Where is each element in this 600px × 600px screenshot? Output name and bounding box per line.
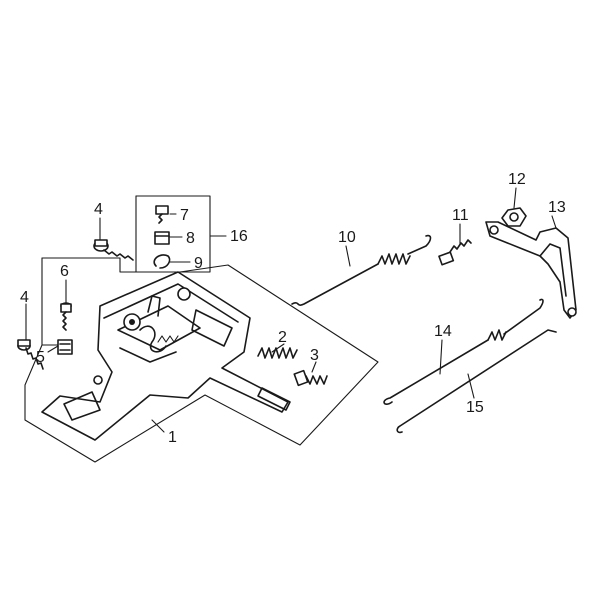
callout-4-left: 4 (20, 289, 29, 306)
clip-part-5 (57, 339, 73, 355)
callout-5: 5 (36, 349, 45, 366)
callout-labels: 1 2 3 4 4 5 6 7 8 9 10 11 12 13 14 15 16 (20, 171, 566, 446)
callout-13: 13 (548, 199, 566, 216)
callout-6: 6 (60, 263, 69, 280)
callout-7: 7 (180, 207, 189, 224)
callout-1: 1 (168, 429, 177, 446)
callout-14: 14 (434, 323, 452, 340)
screw-part-3 (293, 369, 328, 387)
callout-3: 3 (310, 347, 319, 364)
bolt-part-11 (438, 239, 472, 266)
rod-part-10 (291, 234, 432, 306)
callout-8: 8 (186, 230, 195, 247)
callout-10: 10 (338, 229, 356, 246)
bracket-part-13 (485, 221, 577, 319)
callout-9: 9 (194, 255, 203, 272)
screw-part-6 (60, 302, 72, 331)
bolt-part-4-left (17, 339, 44, 370)
rod-part-15 (396, 329, 557, 434)
callout-11: 11 (452, 207, 469, 224)
callout-2: 2 (278, 329, 287, 346)
callout-12: 12 (508, 171, 526, 188)
nut-part-12 (501, 207, 527, 227)
callout-4-upper: 4 (94, 201, 103, 218)
rod-part-14 (383, 298, 544, 405)
leader-lines (25, 187, 557, 433)
spring-part (257, 347, 298, 359)
fastener-group-16 (135, 195, 227, 273)
callout-15: 15 (466, 399, 484, 416)
bolt-part-4-upper (93, 239, 134, 261)
control-plate-part (41, 271, 291, 441)
callout-16: 16 (230, 228, 248, 245)
